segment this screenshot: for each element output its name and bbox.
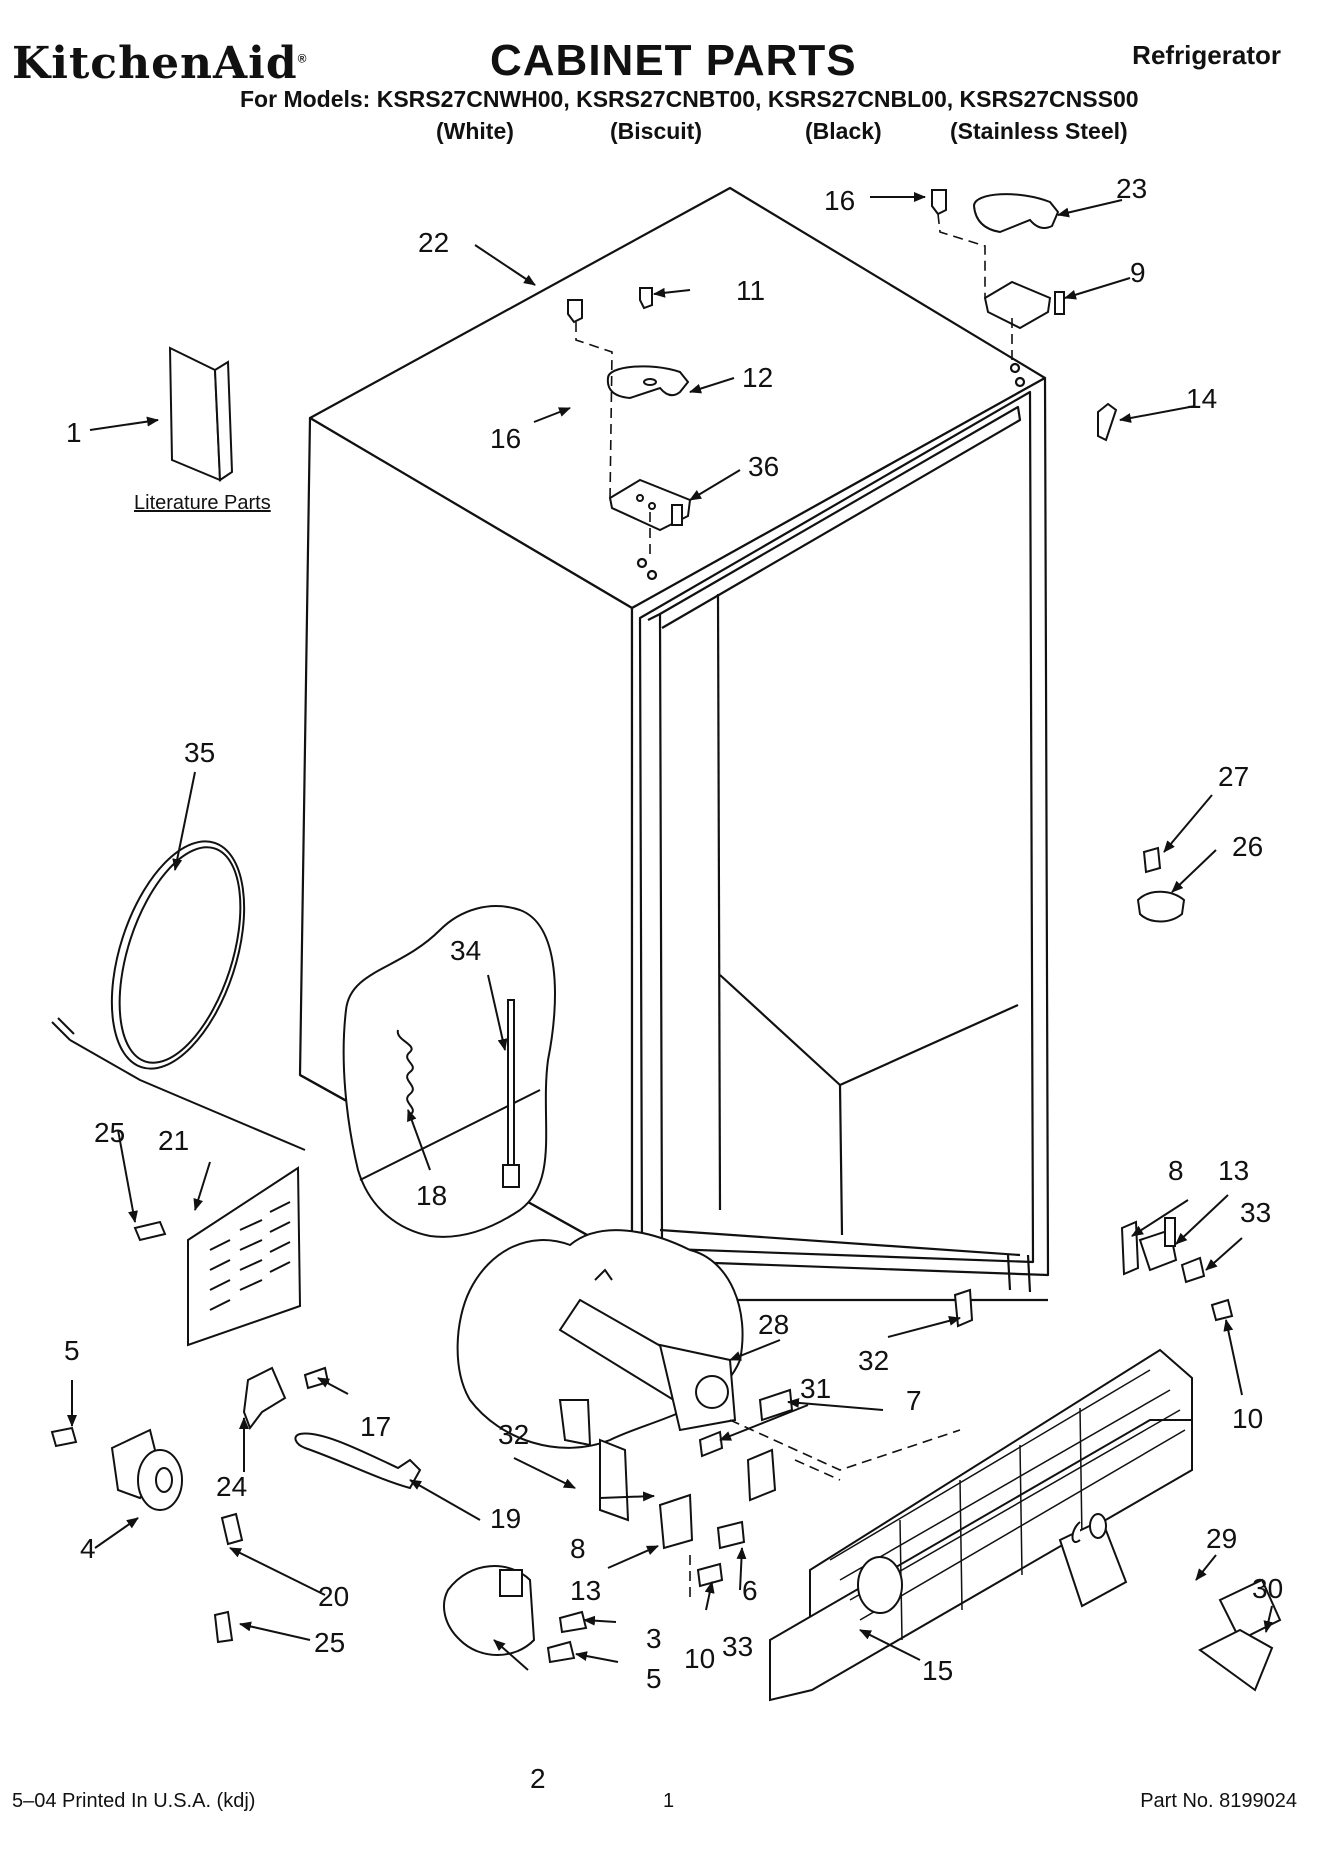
callout-30: 30 [1252,1573,1283,1604]
registered-mark: ® [297,51,308,66]
lower-center-parts [443,1229,794,1664]
callout-31: 31 [800,1373,831,1404]
callout-27: 27 [1218,761,1249,792]
callout-36: 36 [748,451,779,482]
callout-13-left: 13 [570,1575,601,1606]
callout-17: 17 [360,1411,391,1442]
print-info: 5–04 Printed In U.S.A. (kdj) [12,1790,256,1812]
callouts: 1 2 3 4 5 5 6 7 8 8 9 10 10 11 12 13 13 … [64,173,1283,1794]
page-title: CABINET PARTS [490,36,857,85]
callout-21: 21 [158,1125,189,1156]
callout-19: 19 [490,1503,521,1534]
page-number: 1 [663,1790,675,1812]
variant-white: (White) [436,118,514,144]
callout-16-left: 16 [490,423,521,454]
grille-drawing [769,1348,1282,1702]
callout-7: 7 [906,1385,922,1416]
callout-22: 22 [418,227,449,258]
callout-26: 26 [1232,831,1263,862]
callout-23: 23 [1116,173,1147,204]
literature-booklet-drawing [168,346,234,482]
brand-logo: KitchenAid® [12,38,308,89]
variant-stainless: (Stainless Steel) [950,118,1128,144]
callout-28: 28 [758,1309,789,1340]
callout-13-right: 13 [1218,1155,1249,1186]
callout-9: 9 [1130,257,1146,288]
callout-25-left: 25 [94,1117,125,1148]
callout-32-left: 32 [498,1419,529,1450]
appliance-type: Refrigerator [1132,40,1281,70]
callout-10-right: 10 [1232,1403,1263,1434]
callout-34: 34 [450,935,481,966]
callout-18: 18 [416,1180,447,1211]
leader-lines [67,192,1274,1671]
cutaway-blob [342,905,556,1238]
callout-12: 12 [742,362,773,393]
top-hinge-parts [567,189,1118,532]
callout-11: 11 [736,275,765,306]
callout-8-left-hinge: 8 [570,1533,586,1564]
callout-33-right: 33 [1240,1197,1271,1228]
callout-32-right: 32 [858,1345,889,1376]
callout-29: 29 [1206,1523,1237,1554]
brand-logo-text: KitchenAid [12,38,298,89]
callout-35: 35 [184,737,215,768]
callout-25-bottom: 25 [314,1627,345,1658]
callout-24: 24 [216,1471,247,1502]
callout-1: 1 [66,417,82,448]
callout-3: 3 [646,1623,662,1654]
literature-parts-label: Literature Parts [134,492,271,514]
right-side-parts [953,846,1234,1328]
part-number: Part No. 8199024 [1140,1790,1297,1812]
callout-33-left: 33 [722,1631,753,1662]
callout-2: 2 [530,1763,546,1794]
callout-8-right-hinge: 8 [1168,1155,1184,1186]
callout-5-caster-screw: 5 [64,1335,80,1366]
top-dashed-lines [575,213,1013,560]
models-line: For Models: KSRS27CNWH00, KSRS27CNBT00, … [240,86,1139,112]
callout-14: 14 [1186,383,1217,414]
callout-16-right: 16 [824,185,855,216]
variant-black: (Black) [805,118,882,144]
callout-15: 15 [922,1655,953,1686]
lower-left-parts [50,1166,422,1644]
water-line-coil [51,840,306,1151]
variant-biscuit: (Biscuit) [610,118,702,144]
callout-4: 4 [80,1533,96,1564]
callout-10-left: 10 [684,1643,715,1674]
callout-6: 6 [742,1575,758,1606]
callout-20: 20 [318,1581,349,1612]
callout-5-roller-screw: 5 [646,1663,662,1694]
